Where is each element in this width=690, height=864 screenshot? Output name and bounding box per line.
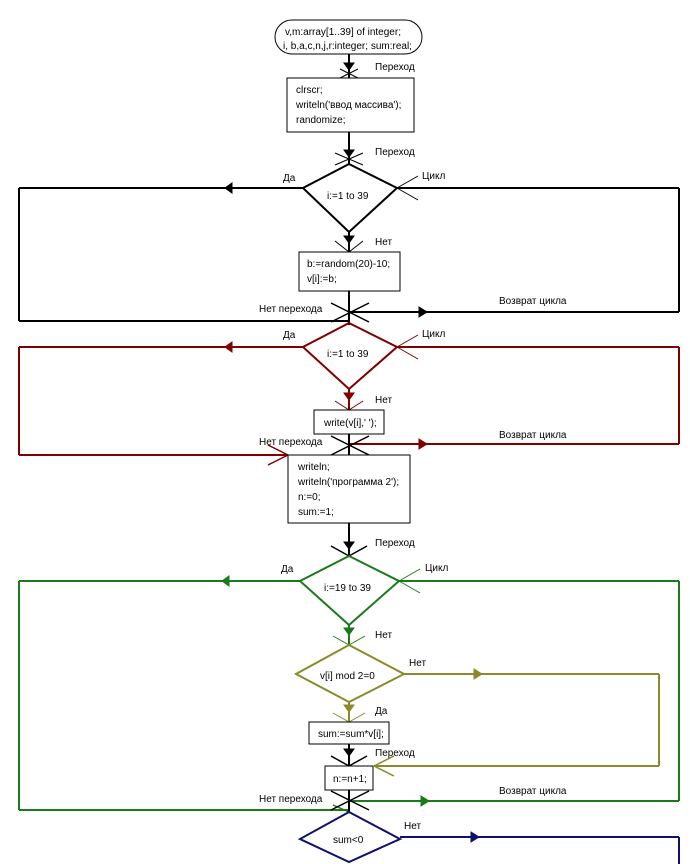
transition-label: Переход	[375, 147, 415, 158]
arrow-left-icon	[221, 575, 230, 587]
transition-label: Переход	[375, 538, 415, 549]
loop2-body[interactable]: write(v[i],' ');	[313, 409, 385, 435]
loop3-join	[330, 790, 370, 812]
loop1-body[interactable]: b:=random(20)-10; v[i]:=b;	[298, 251, 401, 292]
yes-label: Да	[283, 173, 296, 184]
arrow-down-icon	[343, 62, 355, 71]
arrow-down-icon	[343, 149, 355, 158]
n-increment-line: n:=n+1;	[333, 774, 367, 785]
init-block[interactable]: clrscr; writeln('ввод массива'); randomi…	[286, 77, 415, 133]
start-terminator[interactable]: v,m:array[1..39] of integer; i, b,a,c,n,…	[274, 19, 423, 55]
arrow-right-icon	[418, 438, 428, 450]
arrow-down-icon	[343, 627, 355, 636]
no-label: Нет	[375, 395, 392, 406]
init-line-2: writeln('ввод массива');	[295, 100, 401, 111]
arrow-right-icon	[420, 795, 430, 807]
cycle-label: Цикл	[422, 171, 445, 182]
yes-label: Да	[375, 706, 388, 717]
final-condition: sum<0	[333, 835, 364, 846]
no-transition-label: Нет перехода	[259, 437, 323, 448]
no-label: Нет	[404, 821, 421, 832]
no-transition-label: Нет перехода	[259, 304, 323, 315]
loop2-condition: i:=1 to 39	[327, 349, 369, 360]
arrow-down-icon	[343, 541, 355, 550]
init-line-3: randomize;	[296, 115, 345, 126]
prog2-line-2: writeln('программа 2');	[297, 477, 399, 488]
n-increment-block[interactable]: n:=n+1;	[324, 765, 374, 791]
if-body-line-1: sum:=sum*v[i];	[318, 729, 384, 740]
arrow-left-icon	[224, 182, 233, 194]
start-line-2: i, b,a,c,n,j,r:integer; sum:real;	[283, 41, 412, 52]
arrow-down-icon	[343, 392, 355, 401]
no-label: Нет	[409, 658, 426, 669]
loop1-body-line-1: b:=random(20)-10;	[307, 259, 390, 270]
prog2-line-3: n:=0;	[298, 492, 321, 503]
cycle-label: Цикл	[422, 329, 445, 340]
arrow-down-icon	[343, 235, 355, 244]
arrow-right-icon	[470, 831, 480, 843]
connector-init-loop1: Переход	[334, 132, 415, 166]
cycle-return-label: Возврат цикла	[499, 296, 567, 307]
final-if: sum<0 Нет	[297, 810, 680, 864]
loop1: i:=1 to 39 Да Цикл Возврат цикла Нет Нет…	[18, 162, 680, 325]
if-body[interactable]: sum:=sum*v[i];	[308, 721, 390, 745]
loop1-body-line-2: v[i]:=b;	[307, 274, 337, 285]
cycle-return-label: Возврат цикла	[499, 786, 567, 797]
loop1-condition: i:=1 to 39	[327, 191, 369, 202]
no-label: Нет	[375, 237, 392, 248]
transition-label: Переход	[375, 748, 415, 759]
loop3-condition: i:=19 to 39	[324, 583, 371, 594]
final-diamond[interactable]	[297, 810, 403, 864]
start-line-1: v,m:array[1..39] of integer;	[285, 27, 401, 38]
no-label: Нет	[375, 630, 392, 641]
arrow-right-icon	[473, 668, 483, 680]
yes-label: Да	[281, 564, 294, 575]
loop2: i:=1 to 39 Да Цикл Возврат цикла Нет Нет…	[18, 321, 680, 466]
init-line-1: clrscr;	[296, 85, 323, 96]
connector-prog2-loop3: Переход	[330, 523, 415, 557]
if-condition: v[i] mod 2=0	[320, 671, 375, 682]
no-transition-label: Нет перехода	[259, 794, 323, 805]
cycle-return-label: Возврат цикла	[499, 430, 567, 441]
prog2-line-4: sum:=1;	[298, 507, 334, 518]
prog2-block[interactable]: writeln; writeln('программа 2'); n:=0; s…	[287, 454, 411, 524]
if-mod: v[i] mod 2=0 Нет Да	[293, 643, 660, 777]
connector-start-init: Переход	[339, 54, 415, 79]
loop2-body-line-1: write(v[i],' ');	[323, 418, 377, 429]
arrow-down-icon	[343, 704, 355, 713]
arrow-down-icon	[343, 748, 355, 757]
yes-label: Да	[283, 330, 296, 341]
prog2-line-1: writeln;	[297, 462, 330, 473]
arrow-left-icon	[224, 341, 233, 353]
connector-if-n: Переход	[330, 744, 415, 767]
transition-label: Переход	[375, 62, 415, 73]
cycle-label: Цикл	[425, 563, 448, 574]
loop3: i:=19 to 39 Да Цикл Возврат цикла Нет Не…	[18, 554, 680, 813]
arrow-right-icon	[418, 306, 428, 318]
loop2-join	[330, 434, 370, 456]
